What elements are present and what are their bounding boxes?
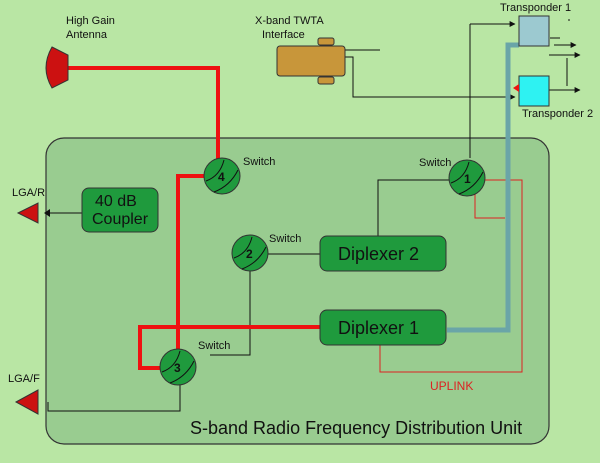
lga-r-label: LGA/R — [12, 187, 45, 199]
transponder-1-label: Transponder 1 — [500, 2, 571, 14]
switch-2-number: 2 — [246, 247, 253, 261]
coupler-box — [81, 187, 159, 233]
blue-signal-path — [447, 42, 519, 333]
diplexer-2-box — [319, 235, 447, 272]
coupler-label-line2: Coupler — [92, 211, 149, 228]
antenna-label-line2: Antenna — [66, 29, 108, 41]
transponder-1-box — [518, 15, 550, 47]
switch-4: 4 — [203, 157, 241, 195]
lga-f-icon — [14, 389, 39, 415]
transponder-2-box — [518, 75, 550, 107]
switch-1: 1 — [448, 159, 486, 197]
switch-1-label: Switch — [419, 157, 451, 169]
red-signal-path-2 — [138, 325, 320, 370]
switch-3: 3 — [159, 348, 197, 386]
diplexer-1-label: Diplexer 1 — [338, 318, 419, 338]
switch-2-label: Switch — [269, 233, 301, 245]
twta-label-line2: Interface — [262, 29, 305, 41]
switch-2: 2 — [231, 234, 269, 272]
transponder-2-red-marker — [513, 84, 519, 92]
lga-r-arrow — [44, 209, 50, 217]
unit-title: S-band Radio Frequency Distribution Unit — [190, 418, 522, 438]
high-gain-antenna-icon — [45, 46, 69, 89]
coupler-label-line1: 40 dB — [95, 193, 137, 210]
switch-4-number: 4 — [218, 170, 225, 184]
twta-label-line1: X-band TWTA — [255, 15, 324, 27]
diplexer-1-box — [319, 309, 447, 346]
uplink-label: UPLINK — [430, 379, 473, 393]
lga-f-label: LGA/F — [8, 373, 40, 385]
antenna-label-line1: High Gain — [66, 15, 115, 27]
transponder-2-label: Transponder 2 — [522, 108, 593, 120]
switch-3-number: 3 — [174, 361, 181, 375]
diplexer-2-label: Diplexer 2 — [338, 244, 419, 264]
switch-1-number: 1 — [464, 172, 471, 186]
lga-r-icon — [16, 202, 39, 224]
switch-3-label: Switch — [198, 340, 230, 352]
twta-connector-bottom — [317, 76, 335, 85]
twta-connector-top — [317, 37, 335, 46]
switch-4-label: Switch — [243, 156, 275, 168]
twta-interface — [276, 45, 346, 77]
